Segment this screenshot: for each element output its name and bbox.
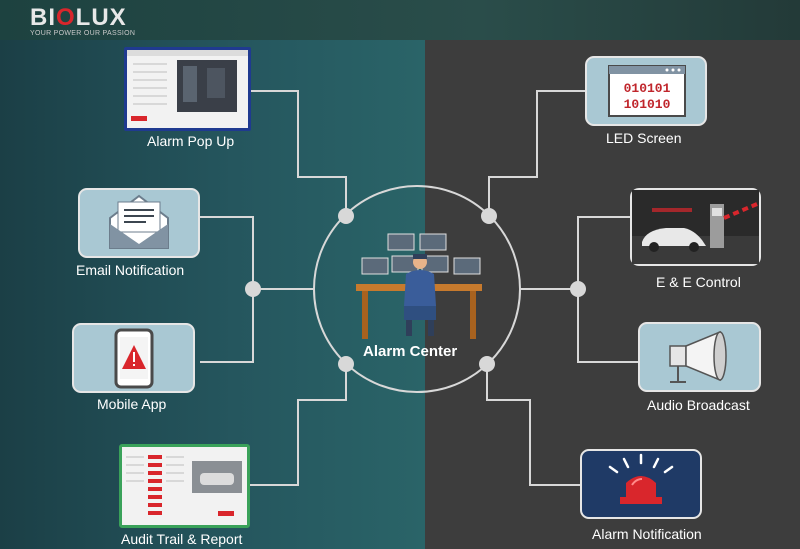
led-text-line-1: 010101 <box>624 81 671 96</box>
alarm-popup-card <box>124 47 251 131</box>
brand-tagline: YOUR POWER OUR PASSION <box>30 30 136 37</box>
link-audit-trail <box>250 364 347 486</box>
link-alarm-popup <box>250 90 347 216</box>
junction-node <box>479 356 495 372</box>
mobile-app-card <box>72 323 195 393</box>
alarm-notification-card <box>580 449 702 519</box>
operator-desk-illustration <box>356 233 482 339</box>
email-notification-label: Email Notification <box>76 262 185 278</box>
led-screen-label: LED Screen <box>606 130 682 146</box>
mobile-alert-icon <box>114 328 154 389</box>
alarm-popup-label: Alarm Pop Up <box>147 133 235 149</box>
led-screen-card: 010101 101010 <box>585 56 707 126</box>
ee-control-card <box>630 188 761 266</box>
link-alarm-notification <box>486 364 580 486</box>
led-display-icon: 010101 101010 <box>608 65 686 117</box>
audit-report-screenshot-icon <box>126 455 242 516</box>
junction-node <box>338 208 354 224</box>
junction-node <box>245 281 261 297</box>
loudspeaker-icon <box>669 330 727 383</box>
junction-node <box>481 208 497 224</box>
alarm-notification-label: Alarm Notification <box>592 526 702 542</box>
junction-node <box>570 281 586 297</box>
parking-barrier-icon <box>632 190 759 264</box>
envelope-icon <box>109 194 169 249</box>
mobile-app-label: Mobile App <box>97 396 167 412</box>
audit-trail-label: Audit Trail & Report <box>121 531 243 547</box>
header-bar <box>0 0 800 40</box>
led-text-line-2: 101010 <box>624 97 671 112</box>
alarm-popup-screenshot-icon <box>127 50 248 121</box>
alarm-center-label: Alarm Center <box>363 343 458 360</box>
email-notification-card <box>78 188 200 258</box>
ee-control-label: E & E Control <box>656 274 741 290</box>
audio-broadcast-card <box>638 322 761 392</box>
audio-broadcast-label: Audio Broadcast <box>647 397 750 413</box>
link-led-screen <box>488 90 585 216</box>
link-ee-audio <box>577 216 638 363</box>
junction-node <box>338 356 354 372</box>
brand-logo: BIOLUX YOUR POWER OUR PASSION <box>30 4 136 38</box>
audit-trail-card <box>119 444 250 528</box>
alarm-siren-icon <box>608 453 674 504</box>
